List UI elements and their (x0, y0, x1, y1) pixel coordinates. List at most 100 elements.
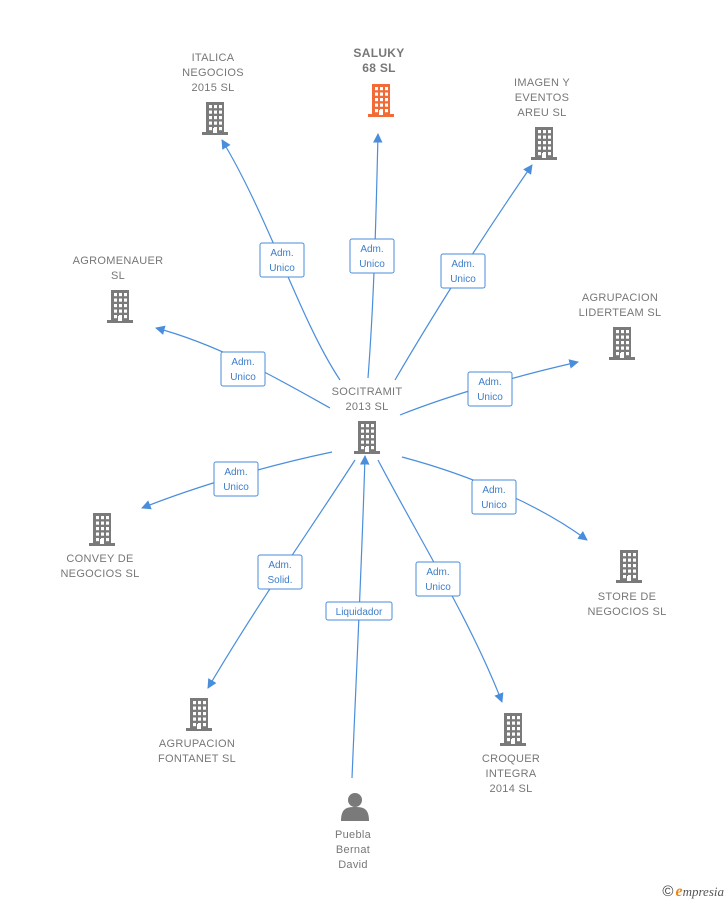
node-label: STORE DE (598, 591, 656, 603)
node-fontanet[interactable]: AGRUPACION FONTANET SL (158, 698, 236, 765)
building-icon (354, 421, 380, 454)
node-label: 2014 SL (489, 783, 532, 795)
edge-label[interactable]: Adm.Unico (467, 371, 513, 407)
edge-label[interactable]: Adm. Solid. (257, 554, 303, 590)
edge-label-text: Adm. (478, 377, 501, 388)
edge-label-text: Adm. (451, 259, 474, 270)
building-icon (186, 698, 212, 731)
building-icon (107, 290, 133, 323)
brand-initial: e (675, 883, 683, 900)
edge-socitramit-convey: Adm. Unico (141, 451, 333, 510)
edge-label-text: Unico (269, 263, 295, 274)
edge-label-box (325, 601, 393, 621)
edge-label-text: Adm. (482, 485, 505, 496)
edge-socitramit-store: Adm. Unico (401, 456, 588, 541)
node-convey[interactable]: CONVEY DE NEGOCIOS SL (60, 513, 139, 580)
node-label: LIDERTEAM SL (579, 307, 662, 319)
edge-label-text: Unico (425, 582, 451, 593)
edge-label-box (467, 371, 513, 407)
edge-label-box (259, 242, 305, 278)
edge-socitramit-imagen: Adm. Unico (394, 164, 533, 381)
edge-label-text: Unico (450, 274, 476, 285)
edge-socitramit-agromenauer: Adm. Unico (155, 325, 331, 409)
edge-label[interactable]: Adm. Unico (349, 238, 395, 274)
edge-label[interactable]: Adm. Unico (259, 242, 305, 278)
node-label: CONVEY DE (66, 553, 133, 565)
edge-socitramit-italica: Adm. Unico (221, 139, 341, 381)
edge-label-text: Unico (359, 259, 385, 270)
edge-label-text: Unico (481, 500, 507, 511)
edge-label[interactable]: Adm. Unico (415, 561, 461, 597)
node-label: INTEGRA (486, 768, 537, 780)
edge-label-box (257, 554, 303, 590)
edge-label-text: Adm. (426, 567, 449, 578)
edge-label[interactable]: Adm. Unico (440, 253, 486, 289)
brand-name: mpresia (682, 884, 724, 899)
node-italica[interactable]: ITALICA NEGOCIOS 2015 SL (182, 52, 244, 135)
node-label: EVENTOS (515, 92, 569, 104)
building-icon (609, 327, 635, 360)
edge-label-text: Liquidador (336, 607, 383, 618)
edge-socitramit-croquer: Adm. Unico (377, 459, 504, 703)
node-label: CROQUER (482, 753, 540, 765)
edge-label-text: Adm. (360, 244, 383, 255)
edge-label-text: Adm. (224, 467, 247, 478)
copyright-icon: © (662, 883, 674, 900)
node-label: 2015 SL (191, 82, 234, 94)
edge-label-box (415, 561, 461, 597)
building-icon (89, 513, 115, 546)
edge-socitramit-liderteam: Adm.Unico (399, 359, 579, 416)
node-label: 2013 SL (345, 401, 388, 413)
node-store[interactable]: STORE DE NEGOCIOS SL (587, 550, 666, 618)
node-label: NEGOCIOS SL (60, 568, 139, 580)
edge-socitramit-fontanet: Adm. Solid. (207, 459, 356, 689)
node-label: David (338, 859, 368, 871)
node-label: NEGOCIOS SL (587, 606, 666, 618)
node-label: AREU SL (517, 107, 566, 119)
edge-puebla-socitramit: Liquidador (325, 455, 393, 779)
edge-label-text: Adm. (231, 357, 254, 368)
node-label: Puebla (335, 829, 372, 841)
person-icon (341, 793, 369, 821)
node-liderteam[interactable]: AGRUPACION LIDERTEAM SL (579, 292, 662, 360)
edge-label-text: Adm. (268, 560, 291, 571)
building-icon (202, 102, 228, 135)
edge-label-box (471, 479, 517, 515)
node-label: IMAGEN Y (514, 77, 570, 89)
building-icon (500, 713, 526, 746)
node-label: 68 SL (362, 61, 396, 75)
edge-label-box (349, 238, 395, 274)
edge-label-text: Adm. (270, 248, 293, 259)
edge-socitramit-saluky: Adm. Unico (349, 133, 395, 379)
building-icon (531, 127, 557, 160)
building-icon (616, 550, 642, 583)
edge-label-text: Solid. (267, 575, 292, 586)
node-croquer[interactable]: CROQUER INTEGRA 2014 SL (482, 713, 540, 795)
building-icon (368, 84, 394, 117)
node-label: Bernat (336, 844, 370, 856)
edge-label[interactable]: Adm. Unico (220, 351, 266, 387)
edge-label[interactable]: Adm. Unico (213, 461, 259, 497)
edge-label-text: Unico (230, 372, 256, 383)
edge-label-box (440, 253, 486, 289)
node-label: SALUKY (353, 46, 404, 60)
node-label: AGRUPACION (159, 738, 235, 750)
brand-logo[interactable]: ©empresia (662, 883, 724, 901)
node-label: ITALICA (192, 52, 235, 64)
node-label: FONTANET SL (158, 753, 236, 765)
node-imagen[interactable]: IMAGEN Y EVENTOS AREU SL (514, 77, 570, 160)
edge-label[interactable]: Adm. Unico (471, 479, 517, 515)
node-label: NEGOCIOS (182, 67, 244, 79)
edge-label-box (220, 351, 266, 387)
edge-label[interactable]: Liquidador (325, 601, 393, 621)
edge-label-text: Unico (223, 482, 249, 493)
node-label: AGRUPACION (582, 292, 658, 304)
node-label: SL (111, 270, 125, 282)
